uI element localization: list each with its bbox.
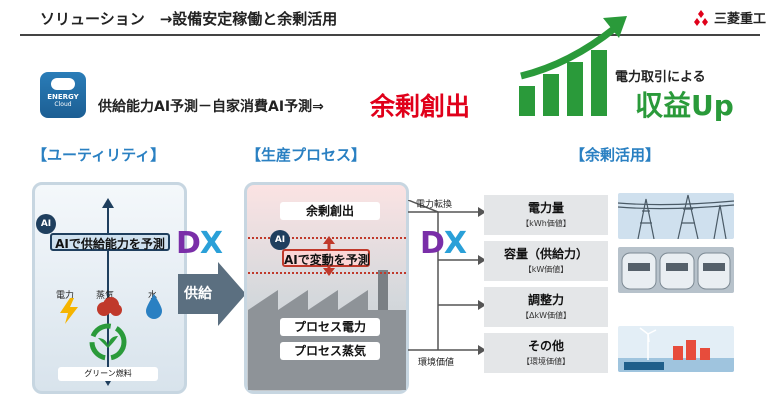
water-drop-icon [146,294,162,319]
supply-label: 供給 [184,286,212,302]
headline-emphasis: 余剰創出 [370,92,471,121]
category-item: 容量（供給力）【kW価値】 [484,241,608,281]
cloud-icon [51,78,75,90]
process-power-label: プロセス電力 [280,318,380,336]
process-steam-label: プロセス蒸気 [280,342,380,360]
profit-label: 電力取引による [615,70,706,85]
dx-badge: DX [176,226,223,261]
dx-badge: DX [420,226,467,261]
headline-text: 供給能力AI予測－自家消費AI予測⇒ [98,99,324,115]
electricity-label: 電力 [56,291,75,301]
ai-badge: AI [270,230,290,250]
upper-dotted-line [248,237,406,239]
title-divider [20,34,760,36]
factory-silhouette-icon [248,270,406,390]
renewable-energy-photo [618,326,734,372]
power-conversion-label: 電力転換 [416,200,453,210]
steam-cloud-icon [97,297,122,316]
lightning-icon [60,298,78,324]
fluctuation-forecast-label: AIで変動を予測 [282,249,370,267]
recycle-icon [89,323,127,361]
brand-logo: 三菱重工 [692,8,766,27]
page-title: ソリューション →設備安定稼働と余剰活用 [40,10,338,28]
supply-forecast-label: AIで供給能力を予測 [50,233,170,251]
section-utility: 【ユーティリティ】 [32,146,166,164]
section-process: 【生産プロセス】 [246,146,367,164]
ai-badge: AI [36,214,56,234]
surplus-creation-label: 余剰創出 [280,202,380,220]
electric-meters-photo [618,247,734,293]
steam-label: 蒸気 [96,291,115,301]
section-surplus: 【余剰活用】 [570,146,661,164]
green-fuel-label: グリーン燃料 [58,367,158,381]
flow-lines-icon [408,200,486,355]
category-item: 調整力【ΔkW価値】 [484,287,608,327]
category-item: その他【環境価値】 [484,333,608,373]
brand-name: 三菱重工 [713,12,766,27]
profit-headline: 収益Up [635,89,734,122]
transmission-tower-photo [618,193,734,239]
category-item: 電力量【kWh価値】 [484,195,608,235]
supply-arrow-icon [178,262,246,326]
environmental-value-flow-label: 環境価値 [418,358,455,368]
water-label: 水 [148,291,158,301]
energy-cloud-logo: ENERGY Cloud [40,72,86,118]
growth-chart-icon [519,16,627,116]
three-diamonds-icon [693,9,708,26]
